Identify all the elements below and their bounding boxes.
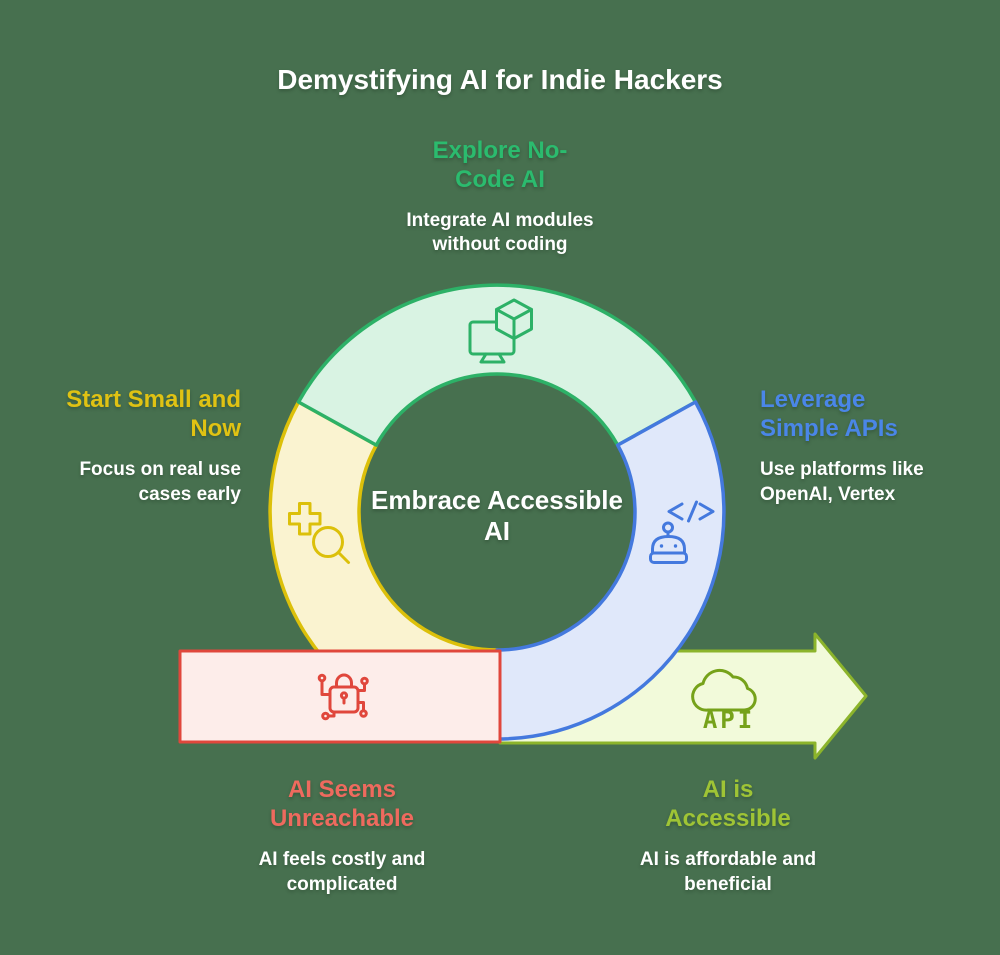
center-label-line: Embrace Accessible (371, 485, 623, 515)
monitor-stand (479, 352, 506, 364)
center-label-line: AI (484, 516, 510, 546)
section-bottom-left-heading: AI Seems Unreachable (192, 775, 492, 833)
body-line: Use platforms like (760, 459, 924, 480)
section-top-body: Integrate AI modules without coding (300, 209, 700, 257)
heading-line: AI is (702, 776, 754, 803)
magnifier-handle (337, 551, 350, 564)
lock-shackle (335, 673, 353, 689)
circuit-arm-bottom-left (328, 710, 336, 718)
body-line: AI feels costly and (258, 849, 426, 870)
body-line: AI is affordable and (639, 849, 817, 870)
section-bottom-right-body: AI is affordable and beneficial (578, 847, 878, 897)
circuit-arm-top-right (356, 683, 366, 692)
body-line: beneficial (684, 874, 772, 895)
robot-code-icon (649, 500, 715, 564)
circuit-arm-bottom-right (356, 701, 365, 712)
lock-circuit-icon (317, 673, 369, 721)
cloud-outline (691, 668, 757, 712)
circuit-node-bottom-right (359, 709, 368, 718)
center-label: Embrace Accessible AI (347, 485, 647, 547)
robot-base (649, 551, 688, 564)
heading-line: Now (190, 415, 241, 442)
section-left-body: Focus on real use cases early (0, 457, 241, 507)
section-left-heading: Start Small and Now (0, 385, 241, 443)
heading-line: Start Small and (66, 386, 241, 413)
donut-segment-apis (495, 400, 726, 741)
section-right-heading: Leverage Simple APIs (760, 385, 1000, 443)
body-line: Focus on real use (79, 459, 241, 480)
plus-search-icon (288, 502, 350, 564)
body-line: cases early (138, 484, 242, 505)
heading-line: Simple APIs (760, 415, 898, 442)
heading-line: Leverage (760, 386, 866, 413)
section-right-body: Use platforms like OpenAI, Vertex (760, 457, 1000, 507)
heading-line: Explore No- (432, 137, 568, 164)
heading-line: Code AI (455, 166, 545, 193)
heading-line: Accessible (665, 805, 791, 832)
section-bottom-left-body: AI feels costly and complicated (192, 847, 492, 897)
section-bottom-right-heading: AI is Accessible (578, 775, 878, 833)
circuit-node-top-left (317, 673, 327, 683)
body-line: without coding (432, 234, 568, 255)
monitor-cube-icon (468, 298, 533, 364)
circuit-arm-top-left (320, 680, 332, 696)
circuit-node-top-right (360, 676, 369, 686)
circuit-node-bottom-left (321, 711, 330, 721)
magnifier-lens (312, 526, 344, 558)
body-line: complicated (286, 874, 398, 895)
cloud-api-icon: API (691, 668, 757, 734)
unreachable-box (178, 649, 502, 744)
page-title: Demystifying AI for Indie Hackers (277, 64, 723, 95)
api-label: API (703, 706, 755, 734)
donut-segment-no-code (296, 283, 698, 447)
body-line: Integrate AI modules (406, 210, 594, 231)
robot-head (651, 535, 686, 555)
code-bracket-right (698, 502, 715, 521)
lock-body (328, 685, 360, 714)
cube-edges (495, 308, 533, 340)
robot-eye-left (659, 544, 664, 548)
section-top-heading: Explore No- Code AI (300, 136, 700, 194)
plus-cross (288, 502, 322, 536)
body-line: OpenAI, Vertex (760, 484, 896, 505)
code-slash (687, 500, 698, 523)
code-bracket-left (667, 502, 684, 521)
heading-line: AI Seems (287, 776, 397, 803)
robot-eye-right (673, 544, 678, 548)
heading-line: Unreachable (269, 805, 415, 832)
